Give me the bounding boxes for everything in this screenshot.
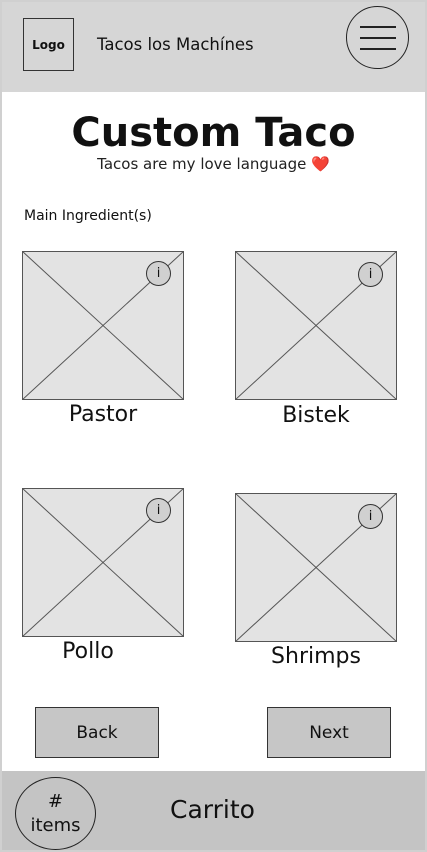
logo-label: Logo (32, 37, 65, 52)
info-icon[interactable]: i (358, 262, 383, 287)
count-label: items (30, 814, 81, 836)
menu-line (359, 25, 396, 28)
count-symbol: # (47, 790, 64, 812)
logo[interactable]: Logo (23, 18, 74, 71)
page-subtitle: Tacos are my love language ❤️ (0, 155, 427, 173)
section-label: Main Ingredient(s) (24, 208, 152, 224)
ingredient-label-bistek: Bistek (282, 403, 350, 428)
next-button[interactable]: Next (267, 707, 391, 758)
info-icon[interactable]: i (146, 498, 171, 523)
hamburger-menu-icon[interactable] (346, 6, 409, 69)
page-title: Custom Taco (71, 110, 356, 156)
heart-icon: ❤️ (311, 155, 330, 173)
ingredient-label-pollo: Pollo (62, 639, 114, 664)
image-placeholder (235, 493, 397, 642)
menu-line (359, 47, 396, 50)
ingredient-label-pastor: Pastor (68, 402, 138, 427)
back-button[interactable]: Back (35, 707, 159, 758)
ingredient-tile-pastor[interactable]: i (22, 251, 184, 400)
cart-footer: # items Carrito (2, 771, 425, 850)
ingredient-tile-bistek[interactable]: i (235, 251, 397, 400)
app-header: Logo Tacos los Machínes (2, 2, 425, 92)
cart-item-count[interactable]: # items (15, 777, 96, 850)
info-icon[interactable]: i (146, 261, 171, 286)
info-icon[interactable]: i (358, 504, 383, 529)
ingredient-label-shrimps: Shrimps (271, 644, 361, 669)
ingredient-tile-shrimps[interactable]: i (235, 493, 397, 642)
ingredient-tile-pollo[interactable]: i (22, 488, 184, 637)
subtitle-text: Tacos are my love language (97, 155, 307, 173)
menu-line (359, 36, 396, 39)
cart-button[interactable]: Carrito (170, 795, 255, 824)
brand-name: Tacos los Machínes (97, 35, 254, 54)
